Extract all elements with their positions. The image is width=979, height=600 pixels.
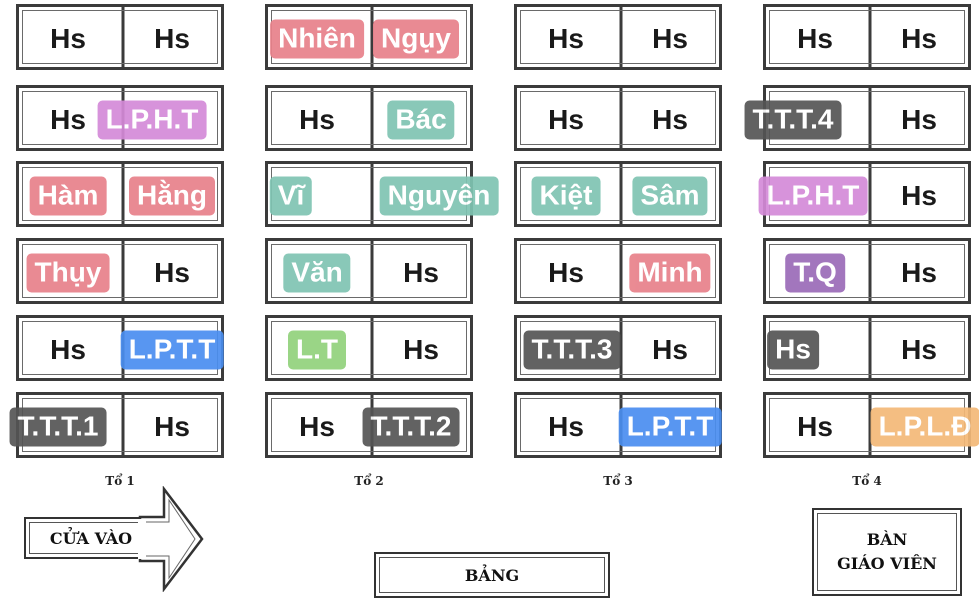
seat-left: Vĩ xyxy=(269,176,313,216)
desk-divider xyxy=(868,395,872,455)
seat-right: Nguyên xyxy=(379,176,499,216)
seat-right: Hs xyxy=(652,23,688,54)
seat-right: Bác xyxy=(387,100,455,140)
seat-left: Thụy xyxy=(26,253,110,293)
seat-right: L.P.T.T xyxy=(618,407,722,447)
seat-right: T.T.T.2 xyxy=(362,407,460,447)
seat-left: L.P.H.T xyxy=(758,176,868,216)
seat-right: Minh xyxy=(629,253,711,293)
desk-divider xyxy=(370,7,374,67)
seat-left: T.Q xyxy=(785,253,845,293)
desk-divider xyxy=(619,318,623,378)
teacher-desk-label-line2: GIÁO VIÊN xyxy=(837,554,937,573)
group-label: Tổ 4 xyxy=(852,474,882,488)
seat-left: Kiệt xyxy=(531,176,601,216)
teacher-desk: BÀN GIÁO VIÊN xyxy=(812,508,962,596)
desk xyxy=(514,238,722,304)
seat-left: Hs xyxy=(548,104,584,135)
desk-divider xyxy=(370,318,374,378)
seat-right: Hs xyxy=(901,180,937,211)
seat-left: Hs xyxy=(797,411,833,442)
seat-left: Văn xyxy=(283,253,351,293)
seat-left: L.T xyxy=(288,330,346,370)
group-label: Tổ 1 xyxy=(105,474,135,488)
seat-right: L.P.H.T xyxy=(97,100,207,140)
desk-divider xyxy=(619,241,623,301)
desk-divider xyxy=(868,318,872,378)
seat-right: Sâm xyxy=(632,176,708,216)
seat-left: Hs xyxy=(797,23,833,54)
group-label: Tổ 3 xyxy=(603,474,633,488)
seat-left: Nhiên xyxy=(270,19,364,59)
desk-divider xyxy=(868,164,872,224)
seat-left: Hs xyxy=(50,334,86,365)
seat-right: Hs xyxy=(652,104,688,135)
seat-right: Hs xyxy=(901,334,937,365)
entrance-door: CỬA VÀO xyxy=(24,517,158,559)
seat-left: Hs xyxy=(548,411,584,442)
desk xyxy=(16,315,224,381)
seat-right: Hs xyxy=(154,23,190,54)
seat-right: Hs xyxy=(154,411,190,442)
desk-divider xyxy=(370,88,374,148)
seat-left: Hàm xyxy=(29,176,107,216)
seat-left: Hs xyxy=(50,23,86,54)
seat-right: L.P.L.Đ xyxy=(870,407,979,447)
desk-divider xyxy=(121,395,125,455)
seat-right: L.P.T.T xyxy=(120,330,224,370)
seat-right: Hs xyxy=(652,334,688,365)
group-label: Tổ 2 xyxy=(354,474,384,488)
seat-right: Hs xyxy=(901,23,937,54)
entrance-arrow-icon xyxy=(138,486,204,592)
seat-left: Hs xyxy=(548,23,584,54)
desk xyxy=(763,4,971,70)
seat-right: Hs xyxy=(154,257,190,288)
seat-left: Hs xyxy=(299,411,335,442)
desk-divider xyxy=(121,7,125,67)
desk-divider xyxy=(121,241,125,301)
seat-left: T.T.T.1 xyxy=(9,407,107,447)
seat-right: Hs xyxy=(901,257,937,288)
desk xyxy=(514,85,722,151)
seat-right: Ngụy xyxy=(373,19,459,59)
seat-left: T.T.T.3 xyxy=(523,330,621,370)
desk-divider xyxy=(121,164,125,224)
seat-right: Hs xyxy=(403,257,439,288)
desk-divider xyxy=(370,241,374,301)
seat-left: Hs xyxy=(50,104,86,135)
seat-right: Hằng xyxy=(129,176,215,216)
desk-divider xyxy=(619,7,623,67)
teacher-desk-label-line1: BÀN xyxy=(866,530,908,549)
seat-left: T.T.T.4 xyxy=(744,100,842,140)
seat-left: Hs xyxy=(767,330,819,370)
desk xyxy=(16,4,224,70)
desk-divider xyxy=(868,241,872,301)
desk-divider xyxy=(370,164,374,224)
desk-divider xyxy=(619,88,623,148)
desk-divider xyxy=(619,164,623,224)
seat-left: Hs xyxy=(299,104,335,135)
seat-left: Hs xyxy=(548,257,584,288)
door-label: CỬA VÀO xyxy=(49,528,133,548)
desk-divider xyxy=(868,7,872,67)
seat-right: Hs xyxy=(901,104,937,135)
blackboard: BẢNG xyxy=(374,552,610,598)
seat-right: Hs xyxy=(403,334,439,365)
board-label: BẢNG xyxy=(464,565,520,585)
desk xyxy=(514,4,722,70)
desk-divider xyxy=(868,88,872,148)
